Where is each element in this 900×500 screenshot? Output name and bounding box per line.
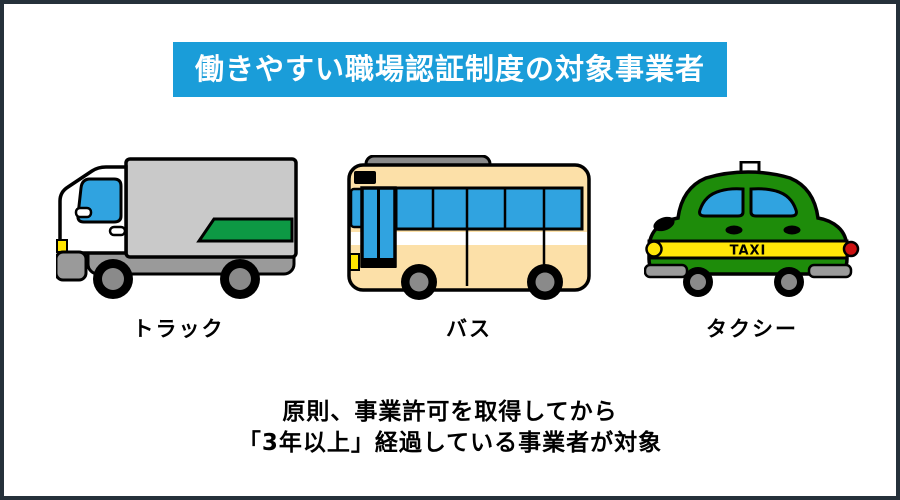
taxi-illustration: TAXI bbox=[644, 161, 860, 297]
taxi-taillight bbox=[842, 240, 860, 258]
truck-bumper bbox=[56, 250, 88, 282]
bus-headlight bbox=[349, 253, 360, 271]
taxi-door-handle-front bbox=[725, 225, 743, 235]
title-banner-row: 働きやすい職場認証制度の対象事業者 bbox=[4, 42, 896, 98]
footer-note: 原則、事業許可を取得してから 「3年以上」経過している事業者が対象 bbox=[4, 397, 896, 459]
page-title: 働きやすい職場認証制度の対象事業者 bbox=[194, 52, 705, 86]
truck-cargo-box bbox=[124, 157, 298, 259]
taxi-rear-window bbox=[749, 187, 798, 218]
taxi-wheels bbox=[683, 267, 804, 297]
taxi-label: タクシー bbox=[706, 317, 798, 341]
truck-headlight bbox=[56, 239, 68, 253]
footer-line-2: 「3年以上」経過している事業者が対象 bbox=[237, 430, 663, 456]
truck-label: トラック bbox=[132, 317, 225, 341]
truck-illustration bbox=[56, 157, 298, 299]
taxi-door-handle-rear bbox=[783, 225, 801, 235]
bus-label: バス bbox=[446, 317, 492, 341]
taxi-headlight bbox=[645, 240, 663, 258]
bus-wheels bbox=[401, 264, 563, 300]
truck-wheels bbox=[93, 259, 260, 299]
truck-green-stripe bbox=[196, 217, 294, 243]
truck-cab bbox=[56, 165, 128, 282]
title-banner: 働きやすい職場認証制度の対象事業者 bbox=[172, 42, 727, 98]
taxi-sign-text: TAXI bbox=[730, 244, 767, 259]
bus-destination-sign bbox=[354, 171, 376, 184]
taxi-mirror bbox=[653, 216, 675, 232]
taxi-stripe: TAXI bbox=[647, 239, 849, 260]
bus-illustration bbox=[347, 155, 591, 300]
bus-windows bbox=[394, 186, 584, 231]
bus-door bbox=[360, 186, 397, 268]
truck-mirror bbox=[74, 206, 93, 219]
taxi-bumpers bbox=[644, 263, 853, 279]
taxi-front-window bbox=[698, 187, 745, 218]
truck-door-handle bbox=[108, 225, 127, 237]
bus-white-stripe bbox=[351, 232, 587, 245]
footer-line-1: 原則、事業許可を取得してから bbox=[282, 399, 618, 425]
